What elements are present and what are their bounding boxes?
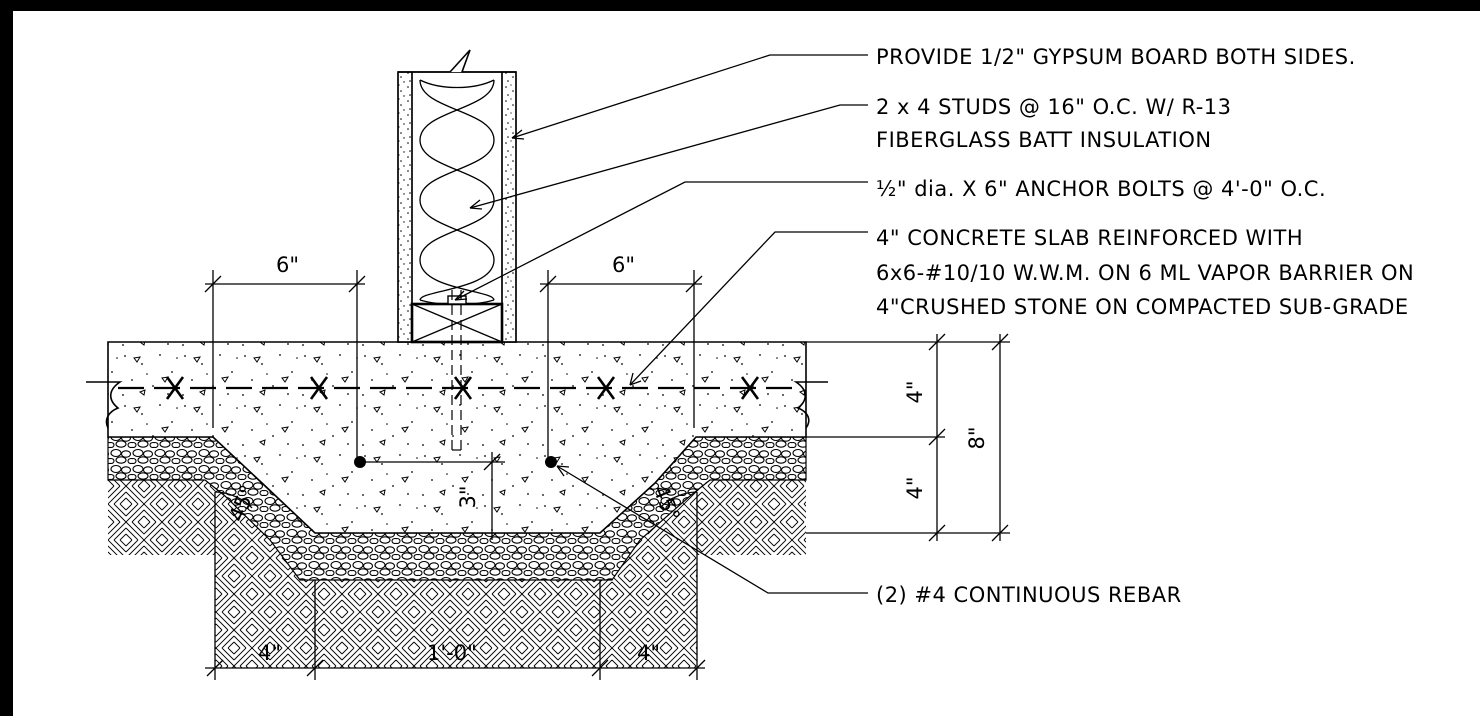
dim-top-left: 6"	[276, 253, 299, 277]
callout-notes: PROVIDE 1/2" GYPSUM BOARD BOTH SIDES. 2 …	[876, 45, 1414, 607]
note-slab-line1: 4" CONCRETE SLAB REINFORCED WITH	[876, 226, 1303, 250]
note-anchor-bolts: ½" dia. X 6" ANCHOR BOLTS @ 4'-0" O.C.	[876, 177, 1326, 201]
slab-break-lines	[86, 381, 828, 429]
note-studs-line1: 2 x 4 STUDS @ 16" O.C. W/ R-13	[876, 95, 1232, 119]
dim-center-depth: 3"	[456, 485, 480, 508]
leader-lines	[454, 54, 868, 594]
rebar	[354, 456, 557, 468]
note-rebar: (2) #4 CONTINUOUS REBAR	[876, 583, 1182, 607]
dim-top-right: 6"	[612, 253, 635, 277]
wire-mesh	[118, 376, 800, 400]
note-slab-line2: 6x6-#10/10 W.W.M. ON 6 ML VAPOR BARRIER …	[876, 261, 1414, 285]
dim-right-total: 8"	[965, 426, 989, 449]
note-slab-line3: 4"CRUSHED STONE ON COMPACTED SUB-GRADE	[876, 295, 1409, 319]
dim-bottom-center: 1'-0"	[427, 641, 477, 665]
concrete-slab	[107, 341, 807, 534]
note-studs-line2: FIBERGLASS BATT INSULATION	[876, 128, 1212, 152]
dimension-labels: 6" 6" 4" 1'-0" 4" 4" 4" 8" 3" 45° 45°	[224, 253, 989, 665]
note-gypsum-board: PROVIDE 1/2" GYPSUM BOARD BOTH SIDES.	[876, 45, 1356, 69]
dim-right-upper: 4"	[903, 380, 927, 403]
dim-bottom-left: 4"	[258, 641, 281, 665]
dim-right-lower: 4"	[903, 476, 927, 499]
dim-bottom-right: 4"	[637, 641, 660, 665]
dimension-lines	[204, 270, 1010, 680]
